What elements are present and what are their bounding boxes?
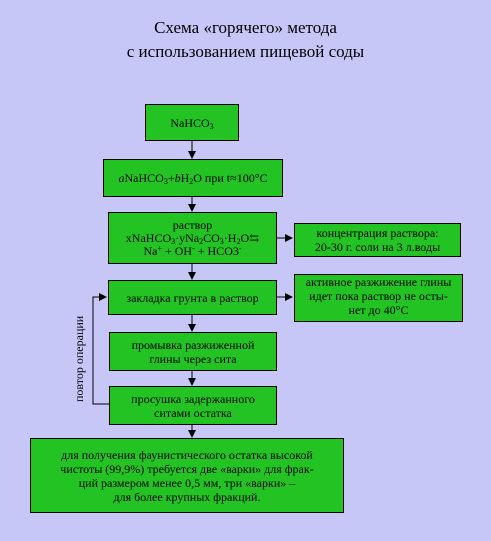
- final-note-line2: чистоты (99,9%) требуется две «варки» дл…: [60, 461, 314, 476]
- diagram-title-line2: с использованием пищевой соды: [126, 42, 365, 61]
- solution-equation-line2: Na+ + OH- + HCO3-: [143, 243, 242, 258]
- final-note-line4: для более крупных фракций.: [113, 489, 261, 504]
- drying-box: просушка задержанного ситами остатка: [109, 386, 277, 425]
- drying-line1: просушка задержанного: [131, 391, 255, 406]
- nahco3-box: NaHCO3: [145, 104, 239, 141]
- final-note-line1: для получения фаунистического остатка вы…: [61, 447, 313, 462]
- liquefaction-line1: активное разжижение глины: [305, 275, 452, 289]
- loading-box: закладка грунта в раствор: [108, 280, 277, 315]
- washing-line1: промывка разжиженной: [131, 337, 255, 352]
- liquefaction-line2: идет пока раствор не осты-: [309, 289, 448, 303]
- washing-line2: глины через сита: [149, 351, 237, 366]
- nahco3-formula: NaHCO3: [170, 115, 214, 131]
- solution-label: раствор: [172, 217, 213, 232]
- solution-box: раствор xNaHCO3·yNa2CO3·H2O⇆ Na+ + OH- +…: [108, 212, 277, 264]
- loop-return-line: [92, 293, 109, 405]
- liquefaction-box: активное разжижение глины идет пока раст…: [294, 274, 463, 322]
- loading-label: закладка грунта в раствор: [126, 290, 259, 305]
- liquefaction-line3: нет до 40°С: [348, 303, 409, 317]
- loop-label: повтор операции: [72, 315, 86, 402]
- washing-box: промывка разжиженной глины через сита: [109, 332, 277, 371]
- drying-line2: ситами остатка: [154, 405, 232, 420]
- reaction-formula: aNaHCO3+bH2O при t≈100°C: [118, 171, 268, 186]
- concentration-box: концентрация раствора: 20-30 г. соли на …: [294, 223, 461, 257]
- concentration-line1: концентрация раствора:: [316, 226, 439, 240]
- diagram-title-line1: Схема «горячего» метода: [154, 18, 337, 37]
- solution-equation-line1: xNaHCO3·yNa2CO3·H2O⇆: [125, 230, 260, 246]
- reaction-box: aNaHCO3+bH2O при t≈100°C: [103, 159, 283, 197]
- concentration-line2: 20-30 г. соли на 3 л.воды: [314, 240, 441, 254]
- final-note-line3: ций размером менее 0,5 мм, три «варки» –: [78, 475, 296, 490]
- final-note-box: для получения фаунистического остатка вы…: [30, 438, 344, 513]
